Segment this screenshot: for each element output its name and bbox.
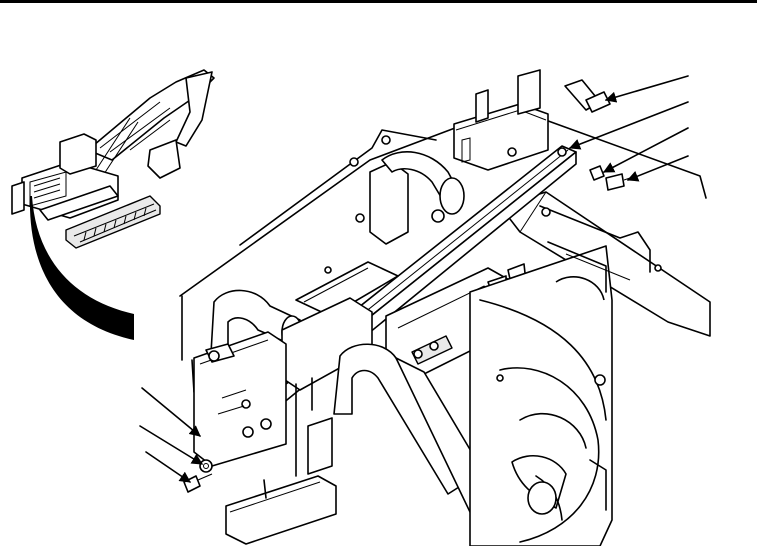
callout-arrow-icon bbox=[139, 75, 689, 483]
header-rule bbox=[0, 0, 757, 3]
excavator-locator-icon bbox=[11, 69, 215, 340]
bolt-icon bbox=[183, 459, 213, 493]
main-assembly bbox=[179, 69, 711, 546]
bolt-icon bbox=[585, 91, 637, 191]
